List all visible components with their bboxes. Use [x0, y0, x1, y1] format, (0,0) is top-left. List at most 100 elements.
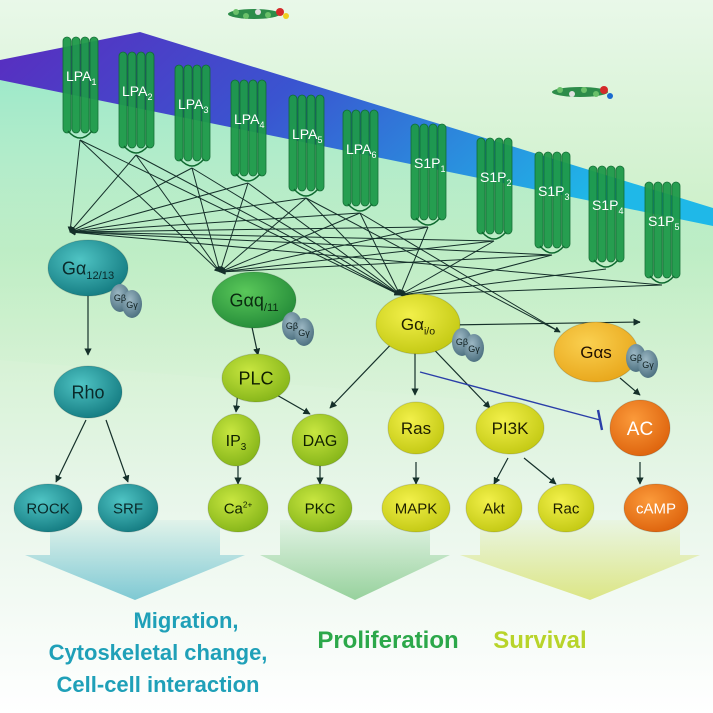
receptor-lpa5: LPA5: [288, 94, 325, 197]
receptor-label: S1P4: [592, 197, 623, 216]
receptor-helix: [644, 181, 654, 279]
receptor-helix: [306, 94, 316, 192]
rock-node: ROCK: [13, 483, 83, 533]
gprotein-gq11-shape: [211, 271, 297, 329]
receptor-label: LPA2: [122, 83, 152, 102]
receptor-loop: [179, 158, 205, 167]
ras-node: Ras: [387, 401, 445, 455]
receptor-helix: [597, 165, 607, 263]
receptor-to-gprotein-edge: [79, 139, 401, 296]
receptor-helix: [369, 109, 379, 207]
receptor-helix: [80, 36, 90, 134]
receptor-to-gprotein-edge: [69, 229, 663, 286]
g-gamma-shape: [294, 318, 314, 346]
receptor-helix: [201, 64, 211, 162]
rac-node: Rac: [537, 483, 595, 533]
receptor-helix: [671, 181, 681, 279]
migration-arrow: [25, 520, 245, 600]
receptor-loop: [481, 231, 507, 240]
gprotein-g1213: Gα12/13: [47, 239, 129, 297]
receptor-helix: [297, 94, 307, 192]
receptor-helix: [315, 94, 325, 192]
g-beta-label: Gβ: [286, 321, 298, 331]
lipid-molecule-icon: [552, 86, 613, 99]
receptor-helix: [248, 79, 258, 177]
g-gamma-label: Gγ: [642, 360, 654, 370]
g-beta-label: Gβ: [630, 353, 642, 363]
akt-node-shape: [465, 483, 523, 533]
receptor-loop: [123, 145, 149, 154]
rac-node-label: Rac: [553, 500, 580, 517]
receptor-helix: [615, 165, 625, 263]
receptor-lpa3: LPA3: [174, 64, 211, 167]
rho-node-label: Rho: [71, 382, 104, 402]
receptor-lpa6: LPA6: [342, 109, 379, 212]
receptor-to-gprotein-edge: [69, 197, 307, 235]
receptor-to-gprotein-edge: [359, 212, 561, 333]
g-gamma-shape: [464, 334, 484, 362]
receptor-helix: [230, 79, 240, 177]
receptor-helix: [485, 137, 495, 235]
plc-node-shape: [221, 353, 291, 403]
receptor-helix: [136, 51, 146, 149]
gprotein-gio-shape: [375, 293, 461, 355]
outcome-labels: Migration, Cytoskeletal change, Cell-cel…: [49, 608, 587, 697]
receptor-to-gprotein-edge: [191, 167, 222, 273]
receptor-helix: [561, 151, 571, 249]
receptor-to-gprotein-edge: [69, 229, 495, 242]
receptor-loop: [235, 173, 261, 182]
ac-node: AC: [609, 399, 671, 457]
receptor-to-gprotein-edge: [219, 197, 307, 273]
srf-node-shape: [97, 483, 159, 533]
signaling-edge: [523, 457, 557, 485]
g-gamma-shape: [122, 290, 142, 318]
g-gamma-label: Gγ: [468, 344, 480, 354]
g-gamma-shape: [638, 350, 658, 378]
receptor-to-gprotein-edge: [399, 284, 663, 298]
g-gamma-label: Gγ: [298, 328, 310, 338]
gprotein-gs: Gαs: [553, 321, 639, 383]
signaling-edges: [55, 139, 663, 485]
receptor-loop: [415, 217, 441, 226]
receptor-to-gprotein-edge: [399, 268, 607, 298]
receptor-s1p4: S1P4: [588, 165, 625, 268]
receptor-helix: [543, 151, 553, 249]
receptor-label: S1P3: [538, 183, 569, 202]
receptor-helix: [662, 181, 672, 279]
receptor-helix: [118, 51, 128, 149]
g-gamma-label: Gγ: [126, 300, 138, 310]
receptor-helix: [192, 64, 202, 162]
receptor-lpa1: LPA1: [62, 36, 99, 139]
receptor-to-gprotein-edge: [69, 226, 429, 235]
receptor-label: LPA1: [66, 68, 96, 87]
receptor-helix: [342, 109, 352, 207]
receptor-helix: [653, 181, 663, 279]
receptor-s1p2: S1P2: [476, 137, 513, 240]
ras-node-shape: [387, 401, 445, 455]
ras-node-label: Ras: [401, 419, 431, 438]
camp-node-shape: [623, 483, 689, 533]
ip3-node: IP3: [211, 413, 261, 467]
receptor-helix: [145, 51, 155, 149]
receptor-label: LPA3: [178, 96, 208, 115]
receptor-to-gprotein-edge: [399, 254, 553, 297]
receptor-s1p1: S1P1: [410, 123, 447, 226]
receptor-helix: [127, 51, 137, 149]
pkc-node-label: PKC: [305, 500, 336, 517]
gprotein-g1213-label: Gα12/13: [62, 258, 114, 282]
ip3-node-label: IP3: [226, 433, 247, 453]
receptor-to-gprotein-edge: [399, 226, 429, 296]
receptor-helix: [494, 137, 504, 235]
signaling-edge: [619, 377, 641, 396]
receptor-to-gprotein-edge: [399, 240, 495, 296]
receptor-to-gprotein-edge: [218, 182, 249, 273]
rock-node-label: ROCK: [26, 500, 69, 517]
rho-node-shape: [53, 365, 123, 419]
receptor-helix: [360, 109, 370, 207]
receptor-lpa4: LPA4: [230, 79, 267, 182]
